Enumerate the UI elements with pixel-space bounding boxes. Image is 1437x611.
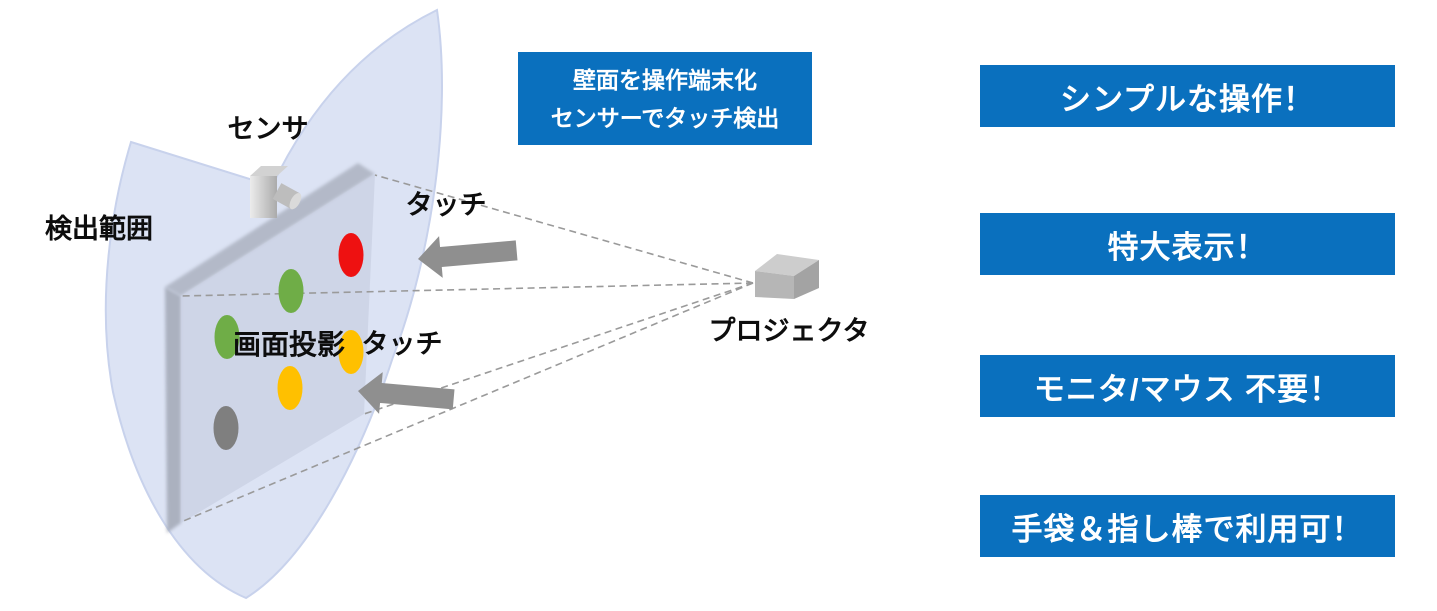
wall-side-face: [165, 287, 181, 533]
dot-yellow-mid: [277, 366, 303, 410]
projector-label: プロジェクタ: [709, 316, 870, 346]
touch-upper-label: タッチ: [406, 190, 487, 220]
wall-top-face: [165, 163, 375, 296]
touch-arrow-lower: [358, 372, 455, 414]
detection-range-label: 検出範囲: [45, 213, 153, 244]
dot-yellow-right: [338, 330, 364, 374]
screen-projection-label: 画面投影: [233, 329, 345, 360]
touch-lower-label: タッチ: [362, 329, 443, 359]
benefit-label: モニタ/マウス 不要！: [1033, 371, 1342, 407]
benefit-banner-no-monitor-mouse: モニタ/マウス 不要！: [980, 355, 1395, 417]
dot-green-top: [278, 269, 304, 313]
info-box-line2: センサーでタッチ検出: [550, 104, 780, 131]
benefit-label: 特大表示！: [1107, 229, 1268, 265]
benefit-banner-large-display: 特大表示！: [980, 213, 1395, 275]
sensor-icon: [250, 166, 302, 218]
touch-wall-diagram: センサ 検出範囲 タッチ タッチ 画面投影 プロジェクタ: [45, 8, 870, 600]
dot-gray: [213, 406, 239, 450]
projected-dots: [213, 233, 364, 450]
info-box-line1: 壁面を操作端末化: [573, 66, 757, 93]
touch-arrow-upper: [418, 236, 518, 278]
benefit-banner-gloves-pointer: 手袋＆指し棒で利用可！: [980, 495, 1395, 557]
projector-icon: [755, 254, 819, 299]
benefit-label: シンプルな操作！: [1059, 81, 1316, 117]
benefit-banner-simple-operation: シンプルな操作！: [980, 65, 1395, 127]
benefit-label: 手袋＆指し棒で利用可！: [1011, 511, 1364, 547]
dot-green-left: [214, 315, 240, 359]
info-box: 壁面を操作端末化 センサーでタッチ検出: [518, 52, 812, 145]
projection-lines: [180, 174, 754, 523]
sensor-label: センサ: [228, 114, 309, 144]
dot-red: [338, 233, 364, 277]
